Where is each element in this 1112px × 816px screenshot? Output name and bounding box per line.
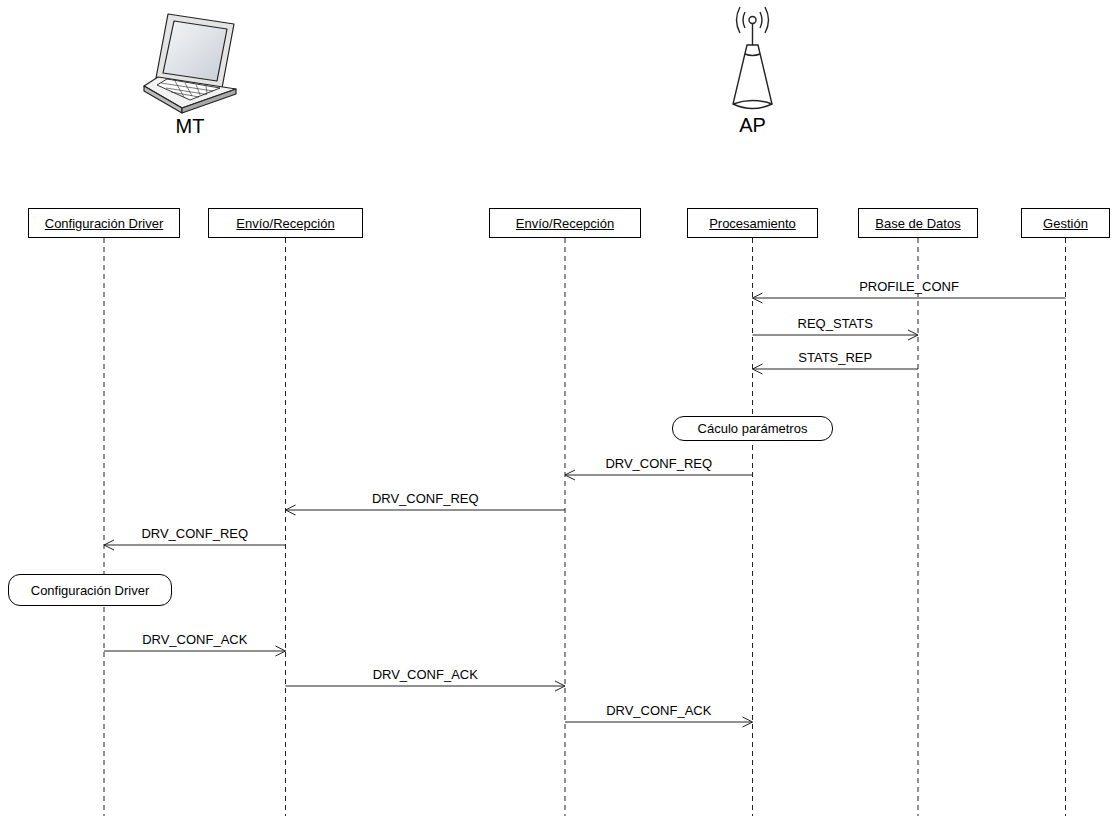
arrow-head bbox=[743, 717, 753, 727]
message-arrow bbox=[104, 646, 286, 656]
message-arrow bbox=[565, 717, 753, 727]
message-arrow bbox=[286, 681, 566, 691]
radio-wave bbox=[760, 12, 762, 28]
arrow-head bbox=[753, 293, 763, 303]
lifeline bbox=[104, 238, 105, 816]
message-label: DRV_CONF_ACK bbox=[139, 632, 250, 647]
lifeline-header: Envío/Recepción bbox=[489, 208, 641, 238]
message-line bbox=[565, 722, 753, 723]
node-text: Envío/Recepción bbox=[236, 216, 334, 231]
device-label: AP bbox=[739, 114, 766, 136]
message-label: PROFILE_CONF bbox=[856, 279, 962, 294]
message-arrow bbox=[286, 505, 566, 515]
antenna-icon bbox=[733, 7, 772, 109]
activity-box: Cáculo parámetros bbox=[672, 416, 833, 441]
message-label: DRV_CONF_REQ bbox=[602, 456, 715, 471]
antenna-band bbox=[745, 54, 760, 56]
message-arrow bbox=[753, 330, 919, 340]
laptop-icon bbox=[144, 14, 236, 113]
message-arrow bbox=[565, 470, 753, 480]
arrow-head bbox=[104, 540, 114, 550]
antenna-tip bbox=[749, 17, 756, 24]
activity-box: Configuración Driver bbox=[8, 574, 172, 606]
message-arrow bbox=[104, 540, 286, 550]
message-line bbox=[753, 335, 919, 336]
lifeline-header: Gestión bbox=[1021, 208, 1110, 238]
node-text: Envío/Recepción bbox=[516, 216, 614, 231]
lifeline-header: Base de Datos bbox=[858, 208, 978, 238]
radio-wave bbox=[743, 12, 745, 28]
message-line bbox=[753, 298, 1066, 299]
laptop-base bbox=[144, 77, 236, 108]
message-label: DRV_CONF_REQ bbox=[369, 491, 482, 506]
node-text: Procesamiento bbox=[709, 216, 796, 231]
arrow-head bbox=[565, 470, 575, 480]
lifeline bbox=[752, 238, 753, 816]
laptop-screen bbox=[163, 21, 227, 81]
lifeline bbox=[285, 238, 286, 816]
laptop-lid bbox=[156, 14, 234, 88]
node-text: Base de Datos bbox=[875, 216, 960, 231]
radio-wave bbox=[765, 7, 769, 33]
message-arrow bbox=[753, 364, 919, 374]
message-label: DRV_CONF_ACK bbox=[370, 667, 481, 682]
lifeline-header: Procesamiento bbox=[687, 208, 818, 238]
arrow-head bbox=[555, 681, 565, 691]
node-text: Cáculo parámetros bbox=[698, 421, 808, 436]
message-line bbox=[104, 545, 286, 546]
message-line bbox=[104, 651, 286, 652]
node-text: Gestión bbox=[1043, 216, 1088, 231]
lifeline bbox=[565, 238, 566, 816]
laptop-keyboard bbox=[157, 79, 220, 100]
lifeline-header: Envío/Recepción bbox=[208, 208, 363, 238]
node-text: Configuración Driver bbox=[31, 583, 150, 598]
node-text: Configuración Driver bbox=[45, 216, 164, 231]
keyboard-keys bbox=[161, 81, 213, 97]
message-label: REQ_STATS bbox=[795, 316, 876, 331]
arrow-head bbox=[286, 505, 296, 515]
message-line bbox=[286, 686, 566, 687]
arrow-head bbox=[908, 330, 918, 340]
message-arrow bbox=[753, 293, 1066, 303]
arrow-head bbox=[276, 646, 286, 656]
lifelines bbox=[104, 238, 1066, 816]
lifeline bbox=[918, 238, 919, 816]
message-line bbox=[286, 510, 566, 511]
message-label: DRV_CONF_REQ bbox=[138, 526, 251, 541]
message-label: DRV_CONF_ACK bbox=[603, 703, 714, 718]
antenna-base bbox=[733, 101, 772, 105]
lifeline-header: Configuración Driver bbox=[28, 208, 180, 238]
antenna-body bbox=[733, 45, 772, 109]
arrow-head bbox=[753, 364, 763, 374]
message-line bbox=[753, 369, 919, 370]
device-label: MT bbox=[176, 115, 205, 137]
lifeline bbox=[1065, 238, 1066, 816]
antenna-mast bbox=[752, 24, 753, 46]
message-label: STATS_REP bbox=[795, 350, 875, 365]
radio-wave bbox=[737, 7, 741, 33]
message-line bbox=[565, 475, 753, 476]
